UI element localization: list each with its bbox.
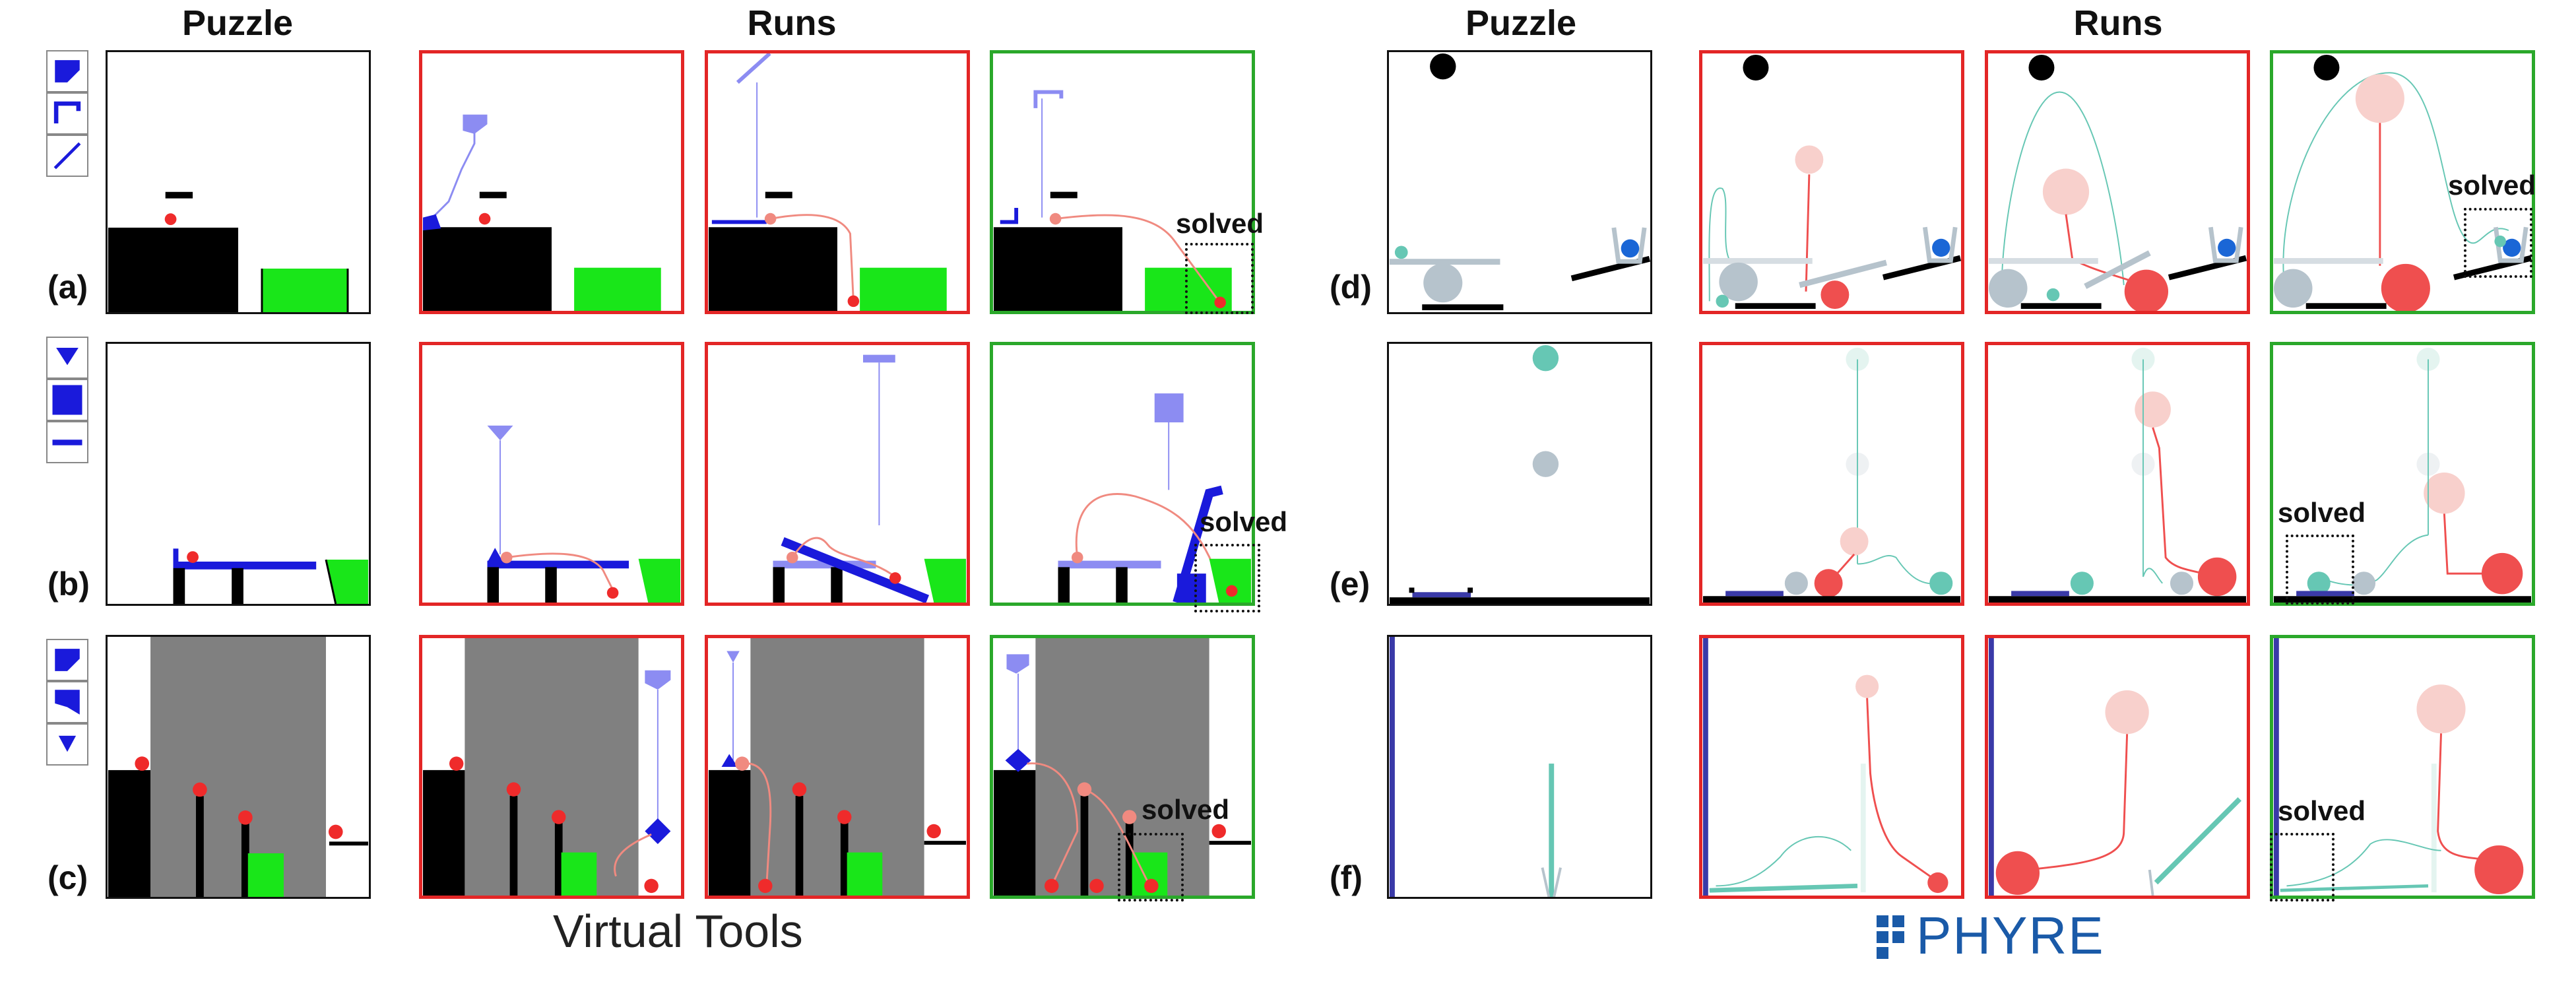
- phyre-puzzle-header: Puzzle: [1465, 3, 1577, 43]
- row-label-a: (a): [48, 269, 88, 306]
- phyre-logo-icon: [1877, 915, 1904, 959]
- puzzle-c-panel: [106, 635, 371, 899]
- virtual-tools-caption: Virtual Tools: [553, 905, 803, 957]
- row-label-c: (c): [48, 859, 88, 896]
- run-d3-panel: [2270, 50, 2535, 314]
- triangle-tool-icon: [46, 723, 88, 766]
- row-label-e: (e): [1330, 566, 1370, 603]
- solved-region-e: [2286, 535, 2354, 605]
- solved-label-c: solved: [1142, 794, 1230, 825]
- solved-region-a: [1185, 243, 1254, 314]
- run-d2-panel: [1985, 50, 2250, 314]
- solved-label-a: solved: [1176, 208, 1264, 239]
- run-a1-panel: [419, 50, 684, 314]
- run-c3-panel: [990, 635, 1255, 899]
- run-b3-panel: [990, 342, 1255, 606]
- row-label-b: (b): [48, 566, 90, 603]
- solved-region-f: [2270, 833, 2334, 901]
- run-b2-panel: [705, 342, 970, 606]
- line-tool-icon: [46, 135, 88, 177]
- vt-puzzle-header: Puzzle: [181, 3, 294, 43]
- run-b1-panel: [419, 342, 684, 606]
- pentagon-tool-icon: [46, 50, 88, 92]
- run-a3-panel: [990, 50, 1255, 314]
- pentagon-tool-icon: [46, 639, 88, 681]
- run-f2-panel: [1985, 635, 2250, 899]
- solved-region-b: [1194, 544, 1260, 612]
- run-e3-panel: [2270, 342, 2535, 606]
- triangle-tool-icon: [46, 337, 88, 379]
- hook-tool-icon: [46, 92, 88, 135]
- run-f1-panel: [1699, 635, 1964, 899]
- solved-label-d: solved: [2448, 170, 2536, 201]
- run-e1-panel: [1699, 342, 1964, 606]
- row-label-f: (f): [1330, 859, 1363, 896]
- run-a2-panel: [705, 50, 970, 314]
- run-e2-panel: [1985, 342, 2250, 606]
- solved-label-f: solved: [2278, 795, 2366, 826]
- phyre-logo: PHYRE: [1875, 909, 2105, 962]
- solved-label-e: solved: [2278, 497, 2366, 528]
- puzzle-b-panel: [106, 342, 371, 606]
- run-f3-panel: [2270, 635, 2535, 899]
- row-label-d: (d): [1330, 269, 1372, 306]
- phyre-caption: PHYRE: [1916, 906, 2105, 965]
- run-c1-panel: [419, 635, 684, 899]
- puzzle-d-panel: [1387, 50, 1652, 314]
- cup-tool-icon: [46, 681, 88, 723]
- puzzle-a-panel: [106, 50, 371, 314]
- phyre-runs-header: Runs: [2073, 3, 2163, 43]
- run-c2-panel: [705, 635, 970, 899]
- puzzle-e-panel: [1387, 342, 1652, 606]
- solved-label-b: solved: [1200, 506, 1288, 537]
- solved-region-c: [1118, 833, 1184, 901]
- square-tool-icon: [46, 379, 88, 421]
- puzzle-f-panel: [1387, 635, 1652, 899]
- bar-tool-icon: [46, 421, 88, 463]
- run-d1-panel: [1699, 50, 1964, 314]
- solved-region-d: [2464, 208, 2532, 278]
- vt-runs-header: Runs: [747, 3, 837, 43]
